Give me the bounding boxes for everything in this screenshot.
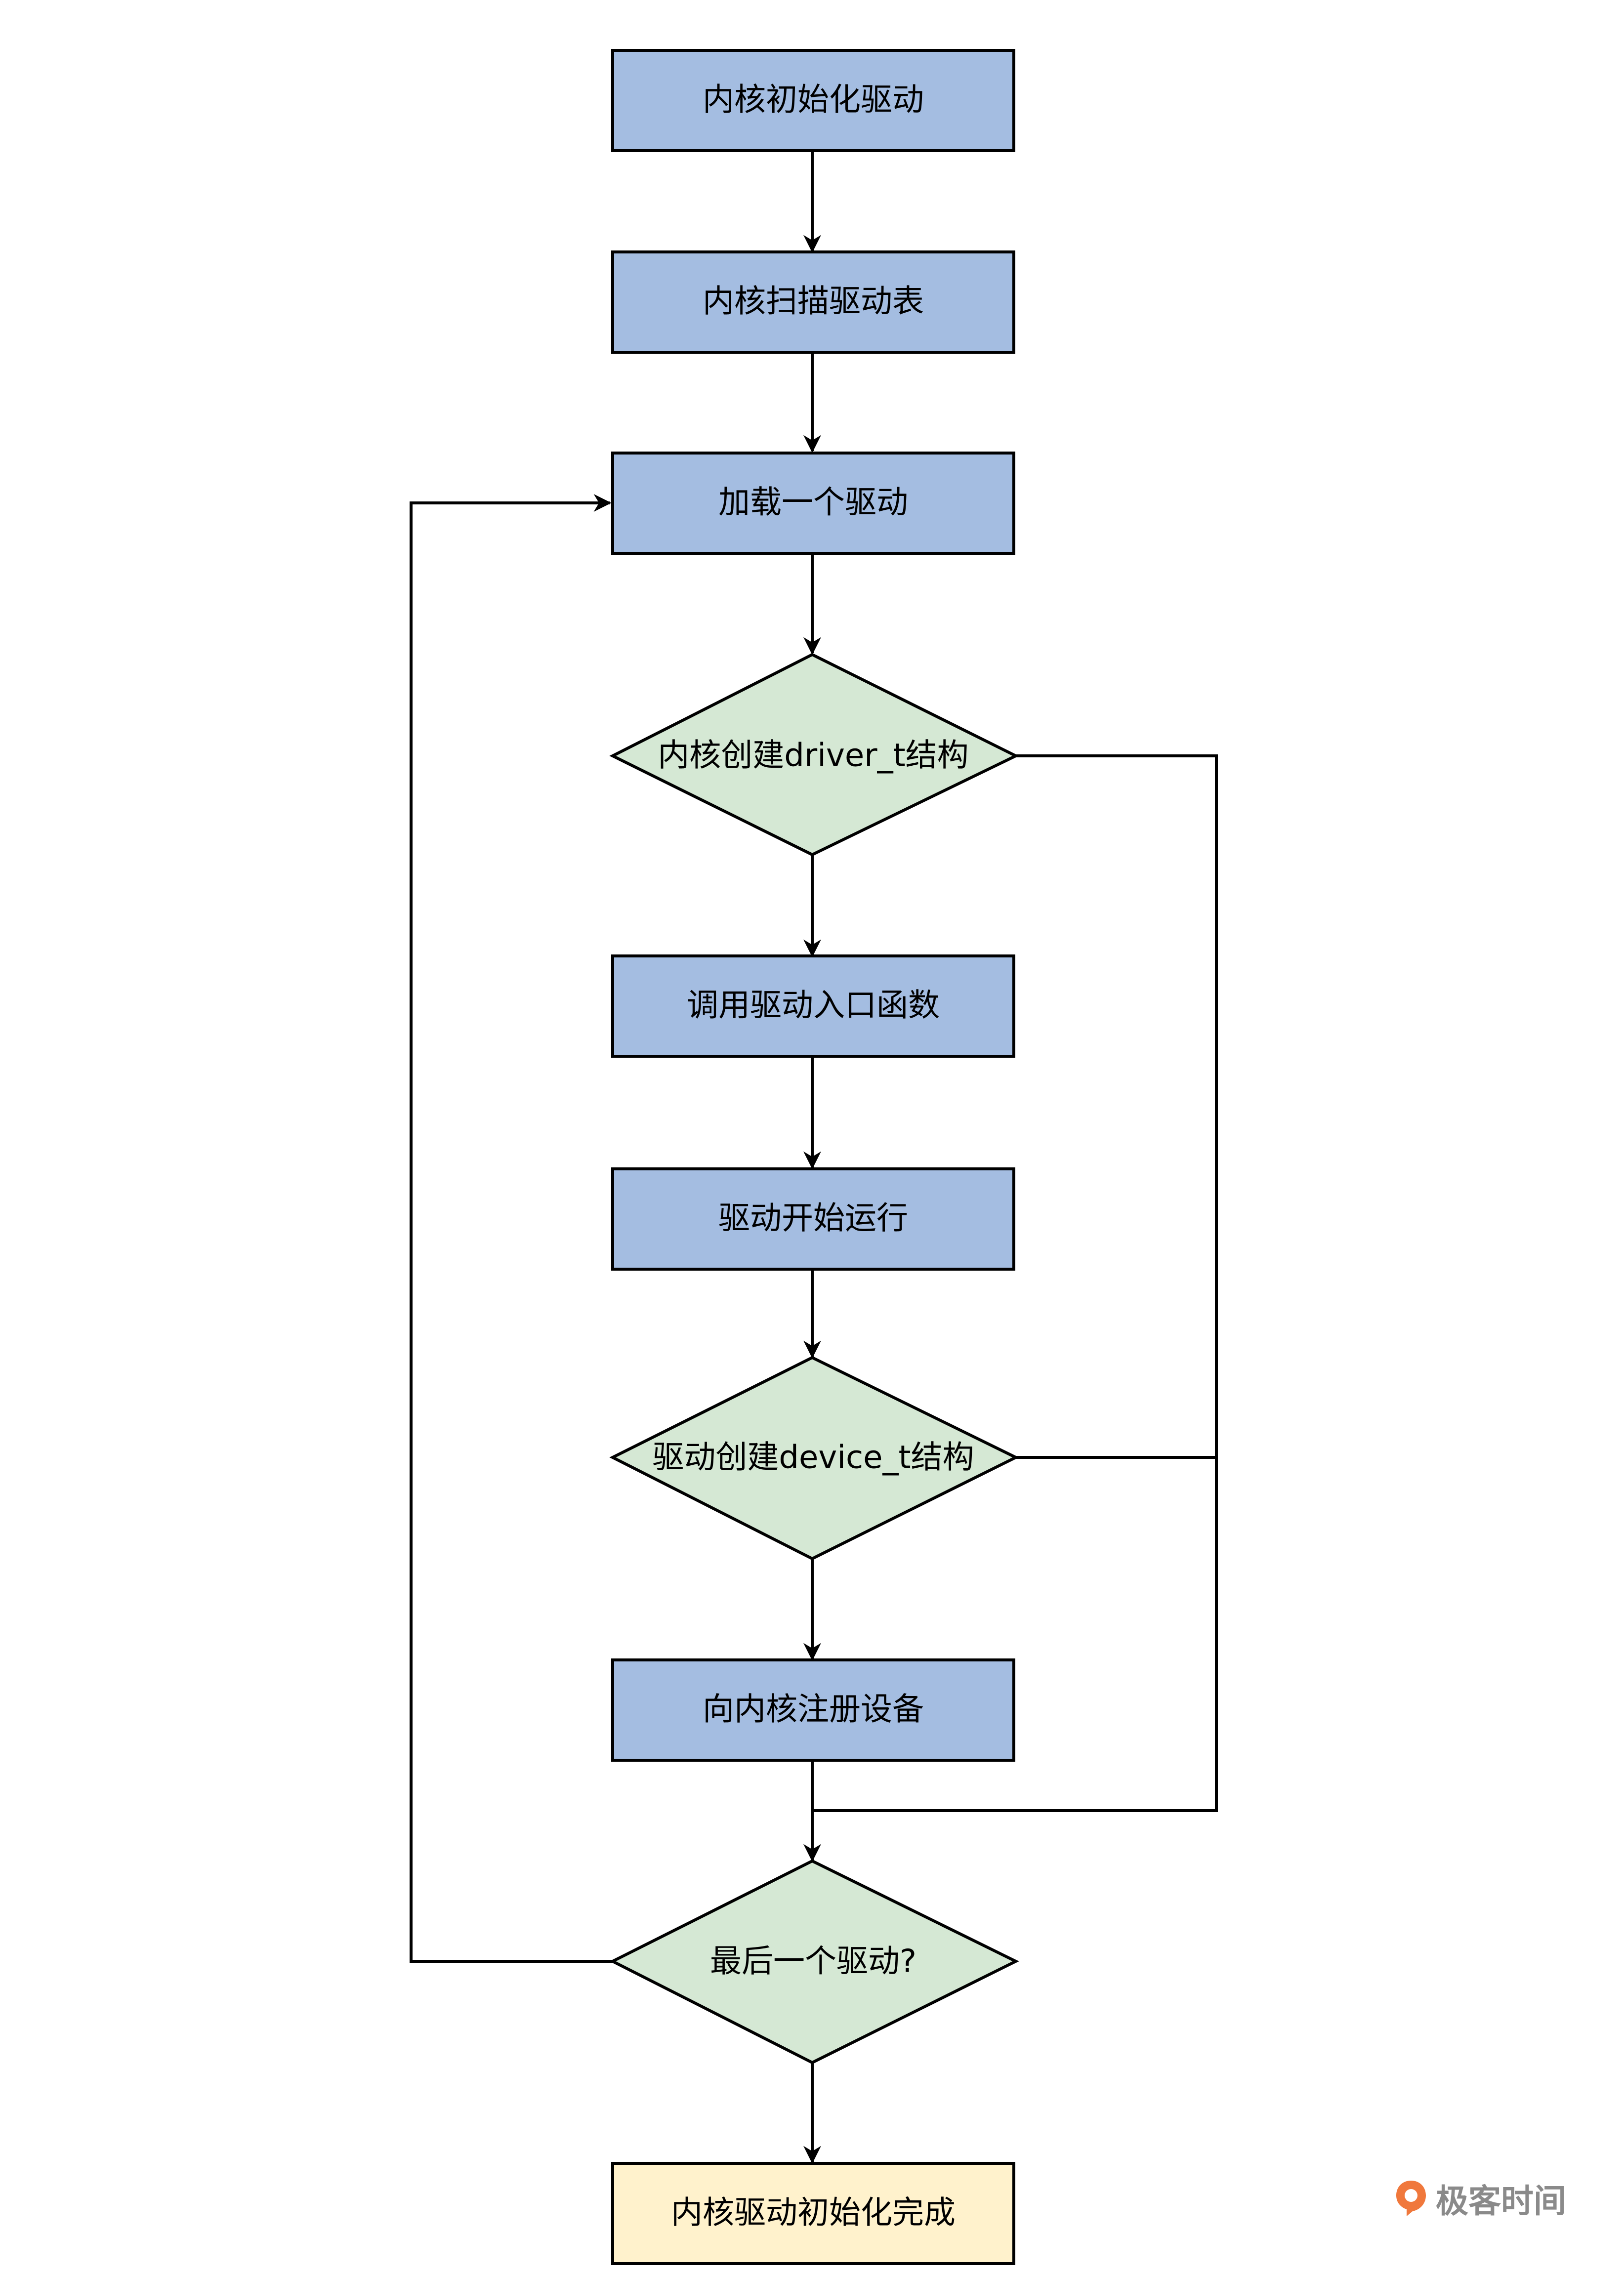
node-create-device-t: 驱动创建device_t结构 [609,1356,1019,1561]
node-label: 加载一个驱动 [718,485,908,521]
node-label: 内核创建driver_t结构 [658,738,968,774]
node-scan-table: 内核扫描驱动表 [611,250,1015,354]
node-label: 向内核注册设备 [703,1692,924,1728]
node-label: 内核扫描驱动表 [703,284,924,320]
decision-diamond [609,653,1019,857]
decision-diamond [609,1859,1019,2065]
node-init-drivers: 内核初始化驱动 [611,49,1015,152]
node-driver-running: 驱动开始运行 [611,1167,1015,1271]
process-box [611,250,1015,354]
process-box [611,452,1015,555]
connector-driver-t-failure [812,754,1218,1812]
node-label: 内核初始化驱动 [703,82,924,119]
node-label: 最后一个驱动? [710,1944,916,1980]
node-done: 内核驱动初始化完成 [611,2162,1015,2265]
process-box [611,1658,1015,1762]
process-box [611,954,1015,1058]
node-label: 调用驱动入口函数 [687,988,940,1024]
node-create-driver-t: 内核创建driver_t结构 [609,653,1019,857]
node-load-driver: 加载一个驱动 [611,452,1015,555]
watermark-text: 极客时间 [1436,2182,1566,2220]
process-box [611,1167,1015,1271]
node-label: 内核驱动初始化完成 [671,2195,956,2232]
node-last-driver: 最后一个驱动? [609,1859,1019,2065]
node-label: 驱动创建device_t结构 [652,1440,974,1476]
watermark: 极客时间 [1393,2174,1566,2223]
node-call-entry: 调用驱动入口函数 [611,954,1015,1058]
process-box [611,49,1015,152]
decision-diamond [609,1356,1019,1561]
geektime-logo-icon [1396,2181,1426,2216]
node-register-device: 向内核注册设备 [611,1658,1015,1762]
node-label: 驱动开始运行 [718,1200,908,1237]
connector-loop-back [410,494,613,1963]
terminal-box [611,2162,1015,2265]
